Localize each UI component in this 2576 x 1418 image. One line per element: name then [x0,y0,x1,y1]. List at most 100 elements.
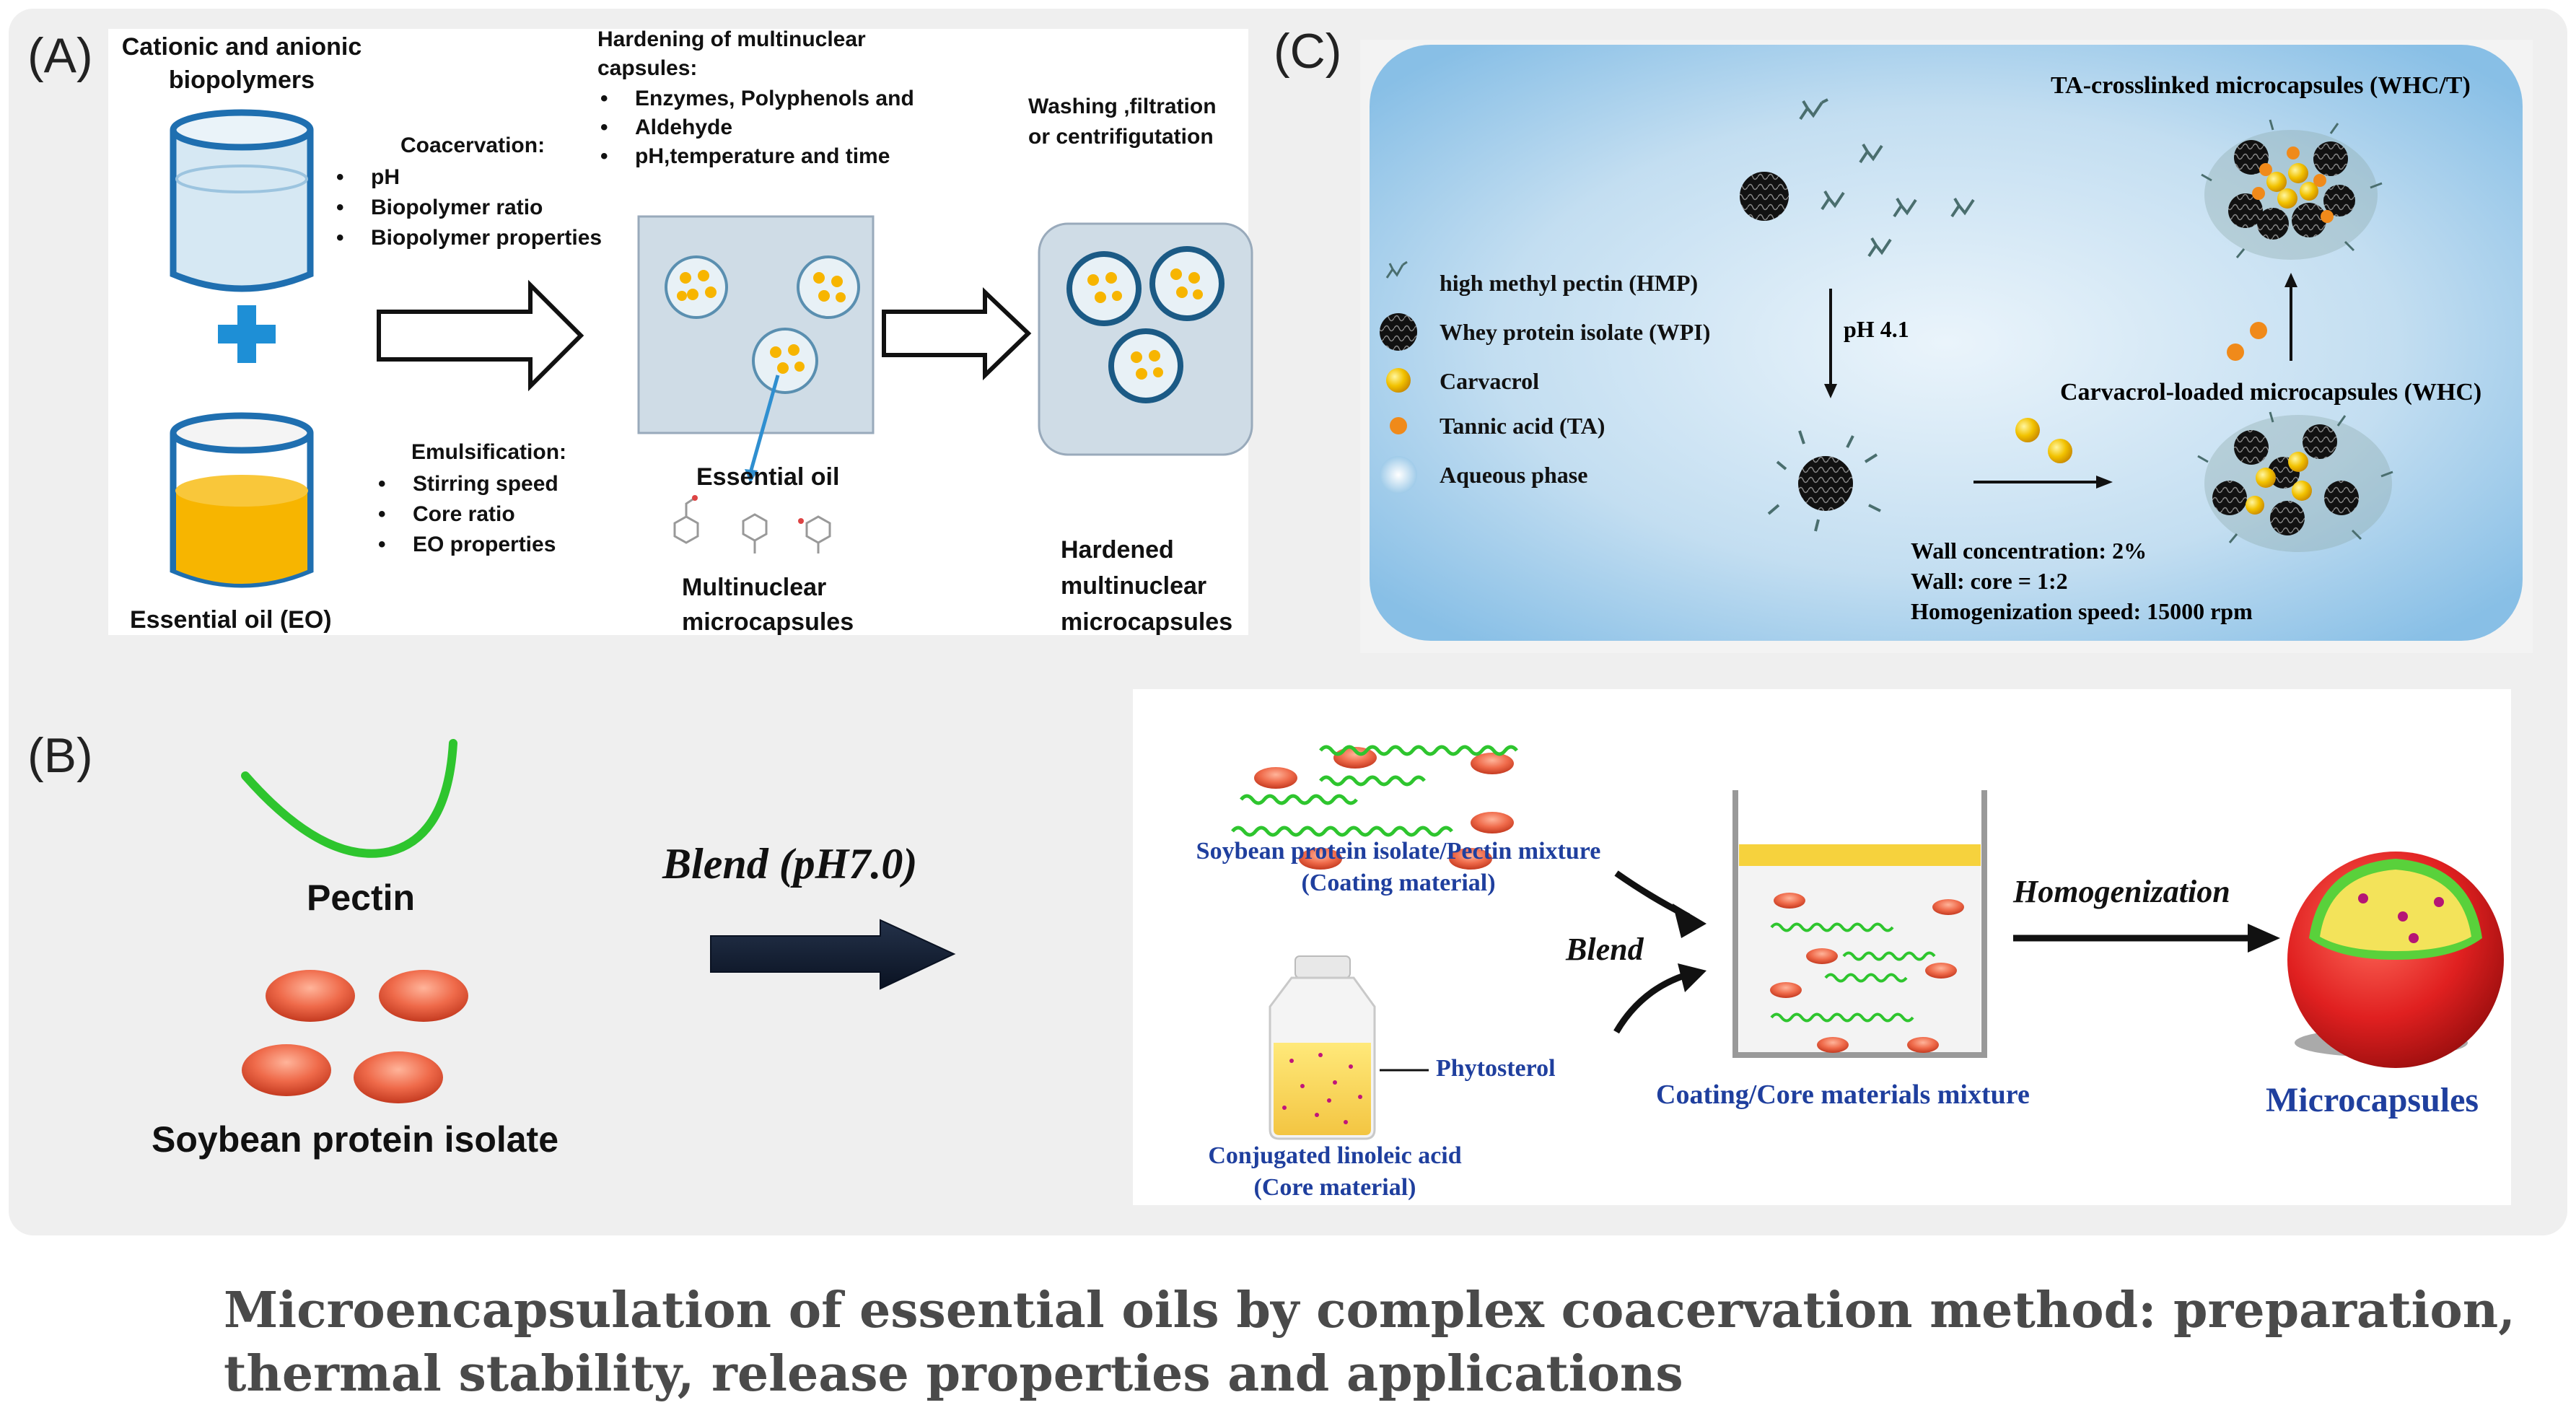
core-material-jar-icon [1269,955,1429,1140]
mixture-beaker-icon [1732,790,1987,1058]
whct-microcapsule-icon [2201,119,2383,260]
coacervate-box [637,215,875,434]
hardening-title: Hardening of multinuclear capsules: [597,25,866,83]
molecule-structures-icon [673,496,831,553]
pectin-label: Pectin [307,878,416,918]
figure-caption: Microencapsulation of essential oils by … [224,1279,2533,1406]
panel-b-letter: (B) [27,728,93,783]
tannic-acid-drop-icon [2250,322,2267,339]
hardened-capsules-icon [1066,246,1225,403]
biopolymers-label-line1: Cationic and anionic [121,33,362,61]
plus-icon [218,305,276,363]
spi-label: Soybean protein isolate [152,1119,559,1160]
soybean-protein-icon [242,970,468,1103]
homogenization-label: Homogenization [2013,874,2230,909]
panel-a-letter: (A) [27,28,93,83]
legend-item: high methyl pectin (HMP) [1440,270,1699,296]
multinuclear-line1: Multinuclear [682,574,827,601]
legend-item: Whey protein isolate (WPI) [1440,319,1711,345]
blend-arrow-icon [710,919,956,990]
coacervation-item: Biopolymer ratio [333,193,602,223]
hardening-item: Aldehyde [597,113,914,142]
emulsification-list: Stirring speed Core ratio EO properties [375,469,558,560]
phytosterol-label: Phytosterol [1436,1055,1556,1082]
wpi-icon [1380,313,1417,351]
mixture-label: Coating/Core materials mixture [1656,1080,2030,1110]
hardened-line1: Hardened [1061,536,1174,564]
legend-item: Carvacrol [1440,368,1540,394]
coating-material-line1: Soybean protein isolate/Pectin mixture [1196,838,1601,865]
coating-material-label: Soybean protein isolate/Pectin mixture (… [1146,836,1651,899]
multinuclear-droplets-icon [665,255,860,394]
emulsification-item: Stirring speed [375,469,558,499]
legend-item: Aqueous phase [1440,462,1588,488]
parameter-item: Homogenization speed: 15000 rpm [1911,598,2253,624]
legend-item: Tannic acid (TA) [1440,413,1605,439]
process-arrow-2-icon [882,287,1032,381]
multinuclear-label: Multinuclear microcapsules [682,570,854,639]
hardening-item: Enzymes, Polyphenols and [597,84,914,113]
panel-c-letter: (C) [1274,24,1342,79]
biopolymers-label-line2: biopolymers [168,66,315,94]
biopolymer-beaker-icon [170,109,314,292]
process-arrow-1-icon [377,279,584,392]
washing-line2: or centrifigutation [1028,125,1214,149]
emulsification-title: Emulsification: [411,440,567,464]
essential-oil-label: Essential oil [696,463,840,491]
blend-label: Blend [1566,932,1644,967]
free-pectin-icon [1799,98,1975,258]
multinuclear-line2: microcapsules [682,608,854,636]
whct-label: TA-crosslinked microcapsules (WHC/T) [2051,72,2471,99]
pectin-strand-icon [241,739,457,858]
hardening-list: Enzymes, Polyphenols and Aldehyde pH,tem… [597,84,914,171]
blend-curve-arrow-2 [1613,971,1690,1034]
caption-line1: Microencapsulation of essential oils by … [224,1282,2515,1339]
essential-oil-pointer [748,375,780,473]
whc-microcapsule-icon [2197,411,2393,552]
parameter-item: Wall concentration: 2% [1911,538,2147,564]
hardening-title-line1: Hardening of multinuclear [597,27,866,51]
hardening-item-continued: Aldehyde [635,115,733,139]
process-parameters: Wall concentration: 2% Wall: core = 1:2 … [1911,535,2253,626]
coating-material-icon [1231,745,1518,870]
wpi-particle-icon [1740,172,1789,221]
emulsification-item: Core ratio [375,499,558,530]
tannic-acid-icon [1390,417,1407,434]
microcapsule-sphere-icon [2287,852,2504,1068]
biopolymers-label: Cationic and anionic biopolymers [112,30,372,97]
emulsification-item: EO properties [375,530,558,560]
tannic-acid-drop-icon [2227,343,2244,361]
coating-material-line2: (Coating material) [1301,870,1496,896]
ph-label: pH 4.1 [1844,316,1909,342]
washing-label: Washing ,filtration or centrifigutation [1028,92,1217,152]
carvacrol-drop-icon [2015,418,2040,442]
coacervation-item: Biopolymer properties [333,223,602,253]
hardened-label: Hardened multinuclear microcapsules [1061,532,1232,640]
essential-oil-beaker-icon [170,412,314,588]
coacervation-list: pH Biopolymer ratio Biopolymer propertie… [333,162,602,253]
hardened-line2: multinuclear [1061,572,1207,600]
core-material-line2: (Core material) [1253,1174,1416,1201]
carvacrol-drop-icon [2048,439,2072,463]
microcapsules-label: Microcapsules [2266,1081,2479,1119]
hardening-title-line2: capsules: [597,56,698,80]
whc-label: Carvacrol-loaded microcapsules (WHC) [2060,379,2482,406]
washing-line1: Washing ,filtration [1028,95,1217,118]
coacervation-title: Coacervation: [400,134,546,157]
eo-beaker-label: Essential oil (EO) [130,606,332,634]
core-material-label: Conjugated linoleic acid (Core material) [1155,1140,1515,1204]
coacervation-item: pH [333,162,602,193]
carvacrol-icon [1386,368,1411,393]
blend-ph-label: Blend (pH7.0) [662,840,918,888]
aqueous-phase-icon [1380,456,1417,494]
parameter-item: Wall: core = 1:2 [1911,568,2068,594]
panel-c-legend: high methyl pectin (HMP) Whey protein is… [1440,258,1710,499]
pectin-icon [1385,261,1408,279]
hardening-item: pH,temperature and time [597,142,914,171]
hardened-line3: microcapsules [1061,608,1233,636]
core-material-line1: Conjugated linoleic acid [1208,1142,1462,1169]
